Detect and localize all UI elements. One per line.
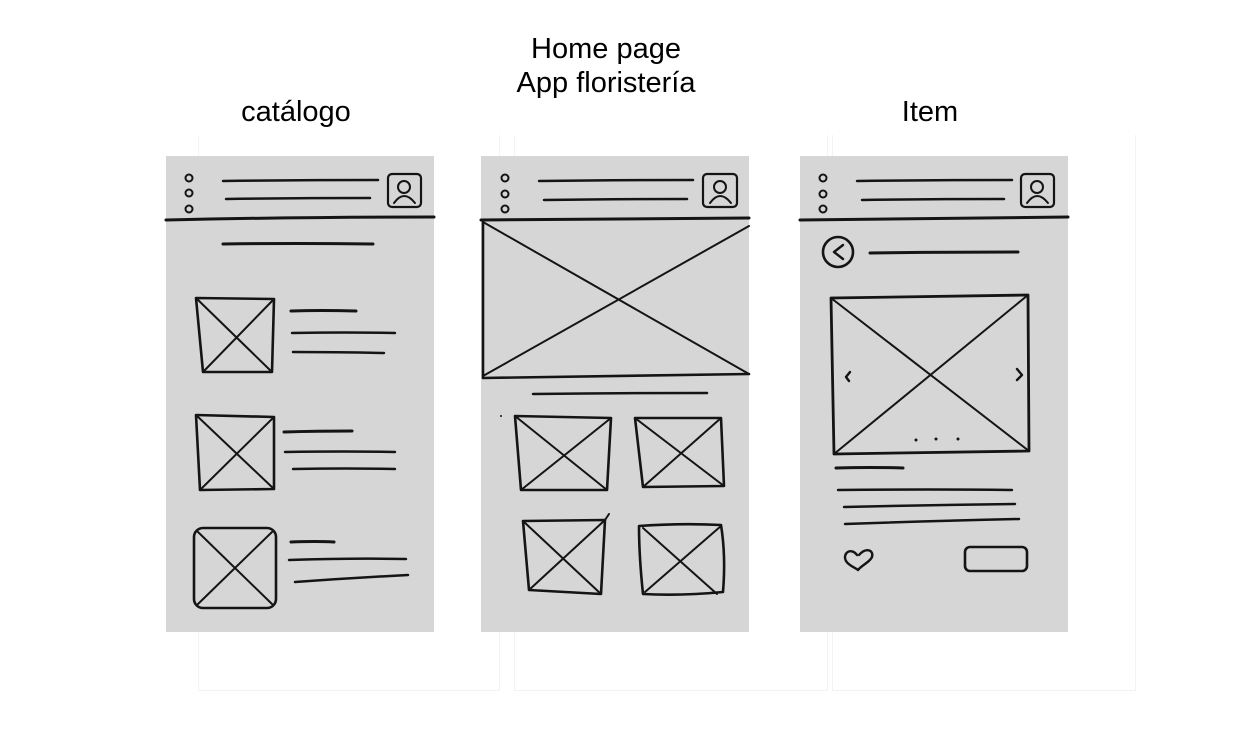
hero-banner-image[interactable] [481,220,751,380]
catalog-heading-line [221,242,375,246]
product-card[interactable] [637,522,726,596]
banner-caption-line [531,391,709,396]
page-subtitle: App floristería [516,67,696,99]
carousel-pagination-dots [914,437,960,442]
catalog-sketch [164,172,436,610]
image-placeholder-icon [194,413,276,492]
menu-icon[interactable] [184,173,194,214]
carousel-next-arrow[interactable] [1015,367,1024,382]
home-sketch [479,172,751,596]
item-description-line [836,488,1014,492]
header-divider [164,215,436,222]
back-arrow-icon[interactable] [821,235,855,269]
item-description-line [842,502,1017,509]
catalog-list-item[interactable] [192,526,410,610]
product-card[interactable] [633,416,726,489]
catalog-list-item[interactable] [194,413,397,492]
item-price-line [834,466,905,470]
sketch-mark [500,415,502,417]
item-title-line [868,250,1020,255]
heart-icon[interactable] [843,549,874,572]
product-card[interactable] [521,513,610,596]
image-placeholder-icon [194,296,276,374]
menu-icon[interactable] [500,173,510,214]
item-image-carousel[interactable] [829,293,1031,456]
add-to-cart-button[interactable] [963,545,1029,573]
user-profile-icon[interactable] [1019,172,1056,209]
carousel-prev-arrow[interactable] [844,370,852,383]
user-profile-icon[interactable] [386,172,423,209]
header-text-lines [537,178,695,202]
item-screen-wireframe [798,156,1070,632]
user-profile-icon[interactable] [701,172,739,209]
page-title: Home page [531,33,681,65]
item-description-line [843,517,1021,526]
header-divider [479,216,751,222]
product-card[interactable] [513,414,613,492]
home-screen-wireframe [479,156,751,632]
screen-title-item: Item [901,96,959,128]
item-sketch [798,172,1070,573]
menu-icon[interactable] [818,173,828,214]
screen-title-catalogo: catálogo [241,96,351,128]
catalog-list-item[interactable] [194,296,397,374]
catalog-screen-wireframe [164,156,436,632]
header-text-lines [221,178,380,201]
header-text-lines [855,178,1014,202]
image-placeholder-icon [192,526,278,610]
header-divider [798,215,1070,222]
